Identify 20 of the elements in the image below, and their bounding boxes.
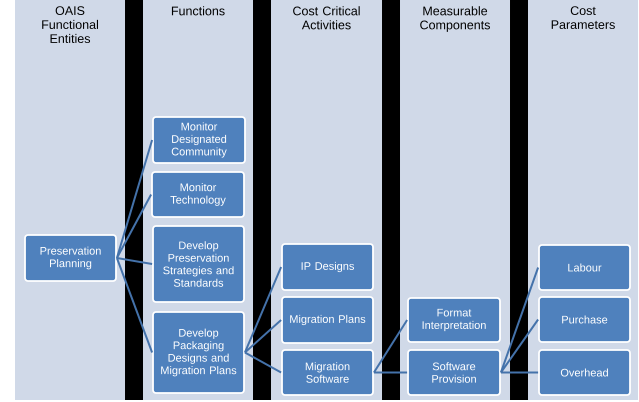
process-box: Software Provision [407,349,501,396]
process-box: IP Designs [281,243,374,291]
connector-line [244,319,282,354]
process-box: Migration Plans [281,296,374,344]
process-box: Develop Preservation Strategies and Standards [152,225,245,303]
connector-line [374,372,408,374]
process-box: Purchase [538,296,631,343]
process-box: Format Interpretation [407,297,501,343]
process-box: Develop Packaging Designs and Migration Plans [152,311,245,394]
process-box: Monitor Designated Community [152,116,246,164]
process-box: Monitor Technology [151,171,245,218]
process-box: Preservation Planning [24,234,117,282]
process-box: Labour [538,244,631,291]
connector-line [500,372,538,374]
connector-line [116,194,152,258]
connector-line [244,352,282,374]
connector-line [116,257,152,265]
connector-line [500,318,539,374]
process-box: Overhead [538,349,631,396]
process-box: Migration Software [281,349,374,396]
